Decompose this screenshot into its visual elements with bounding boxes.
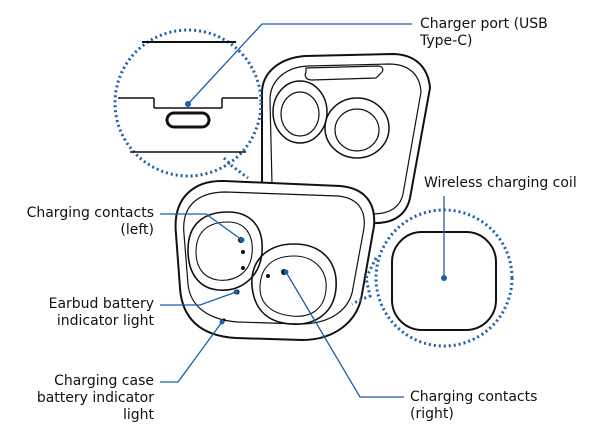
callout-dots <box>185 101 447 325</box>
callout-lines <box>160 23 445 398</box>
label-wireless-coil: Wireless charging coil <box>424 175 577 191</box>
case-base <box>174 179 376 342</box>
label-charger-port: Charger port (USB Type-C) <box>420 16 548 49</box>
label-contacts-left: Charging contacts (left) <box>26 205 154 238</box>
label-earbud-indicator: Earbud battery indicator light <box>48 296 154 329</box>
usb-c-port-icon <box>165 111 211 129</box>
label-contacts-right: Charging contacts (right) <box>410 389 538 422</box>
label-case-indicator: Charging case battery indicator light <box>36 373 154 423</box>
